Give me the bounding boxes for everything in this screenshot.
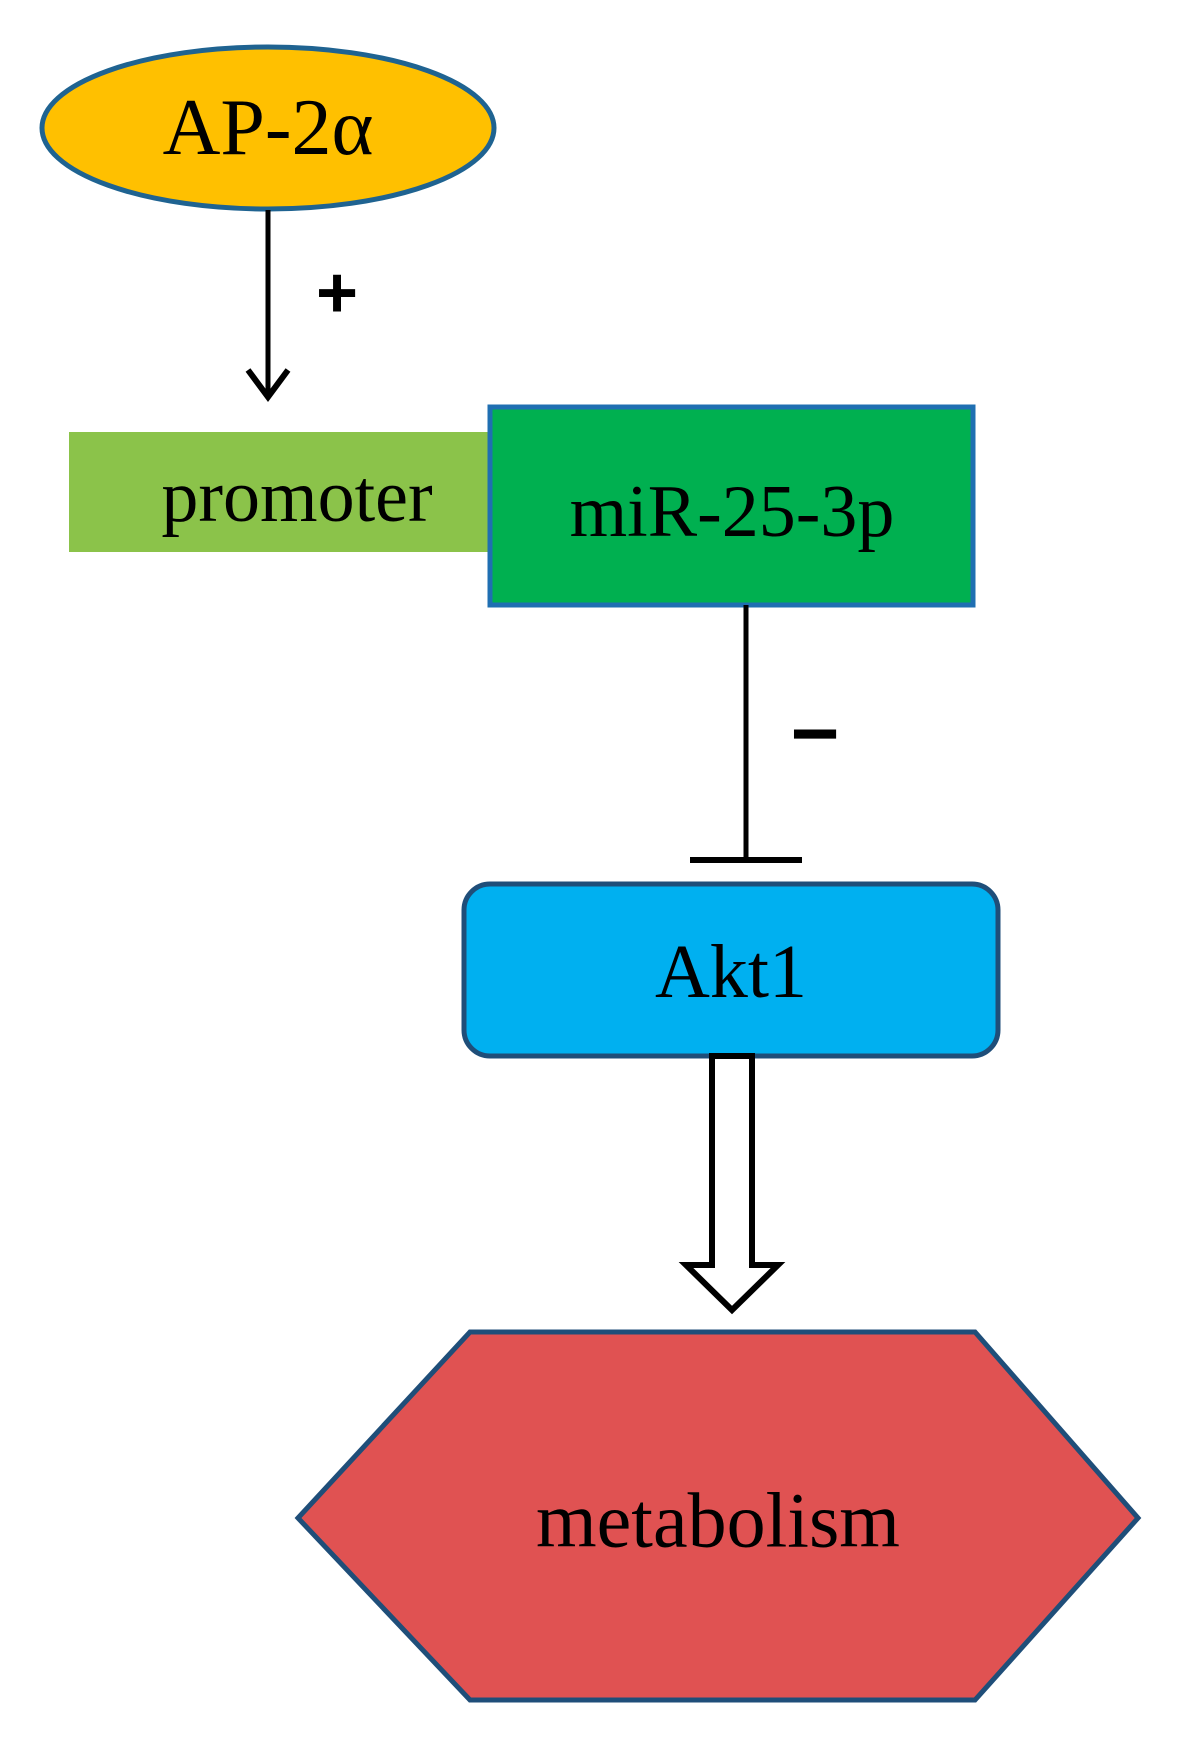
mir-label: miR-25-3p	[570, 471, 895, 553]
akt1-label: Akt1	[655, 930, 807, 1014]
promoter-label: promoter	[161, 456, 432, 538]
promoter-node: promoter	[69, 432, 490, 552]
metabolism-node: metabolism	[294, 1329, 1142, 1703]
activation-sign: +	[316, 253, 358, 333]
inhibition-sign: −	[790, 686, 839, 780]
ap2a-node: AP-2α	[39, 44, 497, 212]
ap2a-label: AP-2α	[163, 84, 374, 172]
metabolism-label: metabolism	[536, 1477, 900, 1564]
mir-node: miR-25-3p	[487, 404, 976, 608]
akt1-node: Akt1	[461, 881, 1001, 1059]
inhibition-edge	[690, 605, 802, 863]
activation-arrow	[245, 210, 291, 403]
hollow-arrow	[678, 1053, 786, 1315]
